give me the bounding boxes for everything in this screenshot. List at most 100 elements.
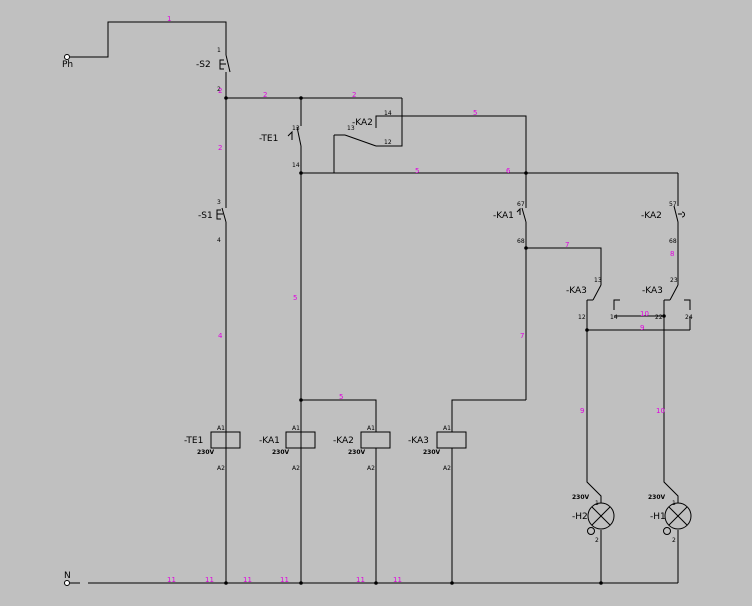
junction xyxy=(374,581,378,585)
lamp-h2-voltage: 230V xyxy=(572,494,590,501)
wire-number: 2 xyxy=(352,91,356,99)
contact-ka2-a: -KA2 13 14 12 xyxy=(334,110,392,147)
contact-ka2-b: -KA2 57 68 xyxy=(641,201,685,245)
ka3-a-terminal-12: 12 xyxy=(578,314,586,321)
wire-number: 2 xyxy=(218,144,222,152)
wire-number: 10 xyxy=(656,407,665,415)
coil-ka3: -KA3 230V A1 A2 xyxy=(408,425,467,472)
wire-number: 11 xyxy=(393,576,402,584)
wire-number: 11 xyxy=(243,576,252,584)
ka2-b-terminal-57: 57 xyxy=(669,201,677,208)
wire-ka3-coil-feed xyxy=(451,399,526,432)
coil-ka3-voltage: 230V xyxy=(423,449,441,456)
wire-number: 7 xyxy=(520,332,524,340)
wire-number: 4 xyxy=(218,332,223,340)
contact-ka3-a: -KA3 13 12 14 xyxy=(566,277,618,321)
coils: -TE1 230V A1 A2 -KA1 230V A1 A2 -KA2 230… xyxy=(184,425,467,472)
wire-number: 10 xyxy=(640,310,649,318)
junction xyxy=(299,398,303,402)
junction xyxy=(224,581,228,585)
lamp-h1-terminal-1: 1 xyxy=(672,500,676,507)
junctions xyxy=(224,96,666,585)
s2-tag: -S2 xyxy=(196,60,211,70)
lamp-h1-status-icon xyxy=(663,527,671,535)
s1-tag: -S1 xyxy=(198,211,213,221)
wire-number: 5 xyxy=(293,294,297,302)
coil-ka1-tag: -KA1 xyxy=(259,436,280,446)
lamp-h1: -H1 230V 1 2 xyxy=(648,494,692,544)
wire-number: 8 xyxy=(670,250,674,258)
junction xyxy=(662,314,666,318)
ka3-contact-b-tag: -KA3 xyxy=(642,286,663,296)
wire-number: 5 xyxy=(415,167,419,175)
s1-terminal-3: 3 xyxy=(217,199,221,206)
coil-te1: -TE1 230V A1 A2 xyxy=(184,425,241,472)
s2-terminal-2: 2 xyxy=(217,86,221,93)
te1-terminal-14: 14 xyxy=(292,162,300,169)
wire-phase-feed xyxy=(70,21,227,58)
coil-ka3-a1: A1 xyxy=(443,425,451,432)
lamp-h1-voltage: 230V xyxy=(648,494,666,501)
neutral-terminal xyxy=(64,580,70,586)
wire-number: 11 xyxy=(205,576,214,584)
coil-ka1-a2: A2 xyxy=(292,465,300,472)
ka2-b-terminal-68: 68 xyxy=(669,238,677,245)
coil-te1-a1: A1 xyxy=(217,425,225,432)
wire-h1-feed xyxy=(663,330,679,503)
ka3-b-terminal-23: 23 xyxy=(670,277,678,284)
lamps: -H2 230V 1 2 -H1 230V 1 2 xyxy=(572,494,692,544)
coil-te1-tag: -TE1 xyxy=(184,436,203,446)
wire-h2-feed xyxy=(586,330,602,503)
ka2-a-terminal-14: 14 xyxy=(384,110,392,117)
coil-ka1-voltage: 230V xyxy=(272,449,290,456)
wire-number: 2 xyxy=(218,87,222,95)
coil-ka3-tag: -KA3 xyxy=(408,436,429,446)
lamp-h2-icon xyxy=(587,502,615,530)
wire-number: 5 xyxy=(473,109,477,117)
wire-number: 11 xyxy=(356,576,365,584)
coil-ka2-a1: A1 xyxy=(367,425,375,432)
junction xyxy=(450,581,454,585)
junction xyxy=(524,171,528,175)
wire-ka3a-14 xyxy=(613,299,620,310)
s1-terminal-4: 4 xyxy=(217,237,221,244)
wire-number: 5 xyxy=(339,393,343,401)
s2-terminal-1: 1 xyxy=(217,47,221,54)
contact-ka3-b: -KA3 23 22 24 xyxy=(642,277,693,321)
junction xyxy=(299,581,303,585)
te1-terminal-13: 13 xyxy=(292,125,300,132)
lamp-h2-terminal-1: 1 xyxy=(595,500,599,507)
neutral-terminal-label: N xyxy=(64,571,71,581)
coil-te1-a2: A2 xyxy=(217,465,225,472)
coil-ka2-a2: A2 xyxy=(367,465,375,472)
coil-ka2-voltage: 230V xyxy=(348,449,366,456)
wire-number: 11 xyxy=(280,576,289,584)
ka1-contact-tag: -KA1 xyxy=(493,211,514,221)
coil-ka1-a1: A1 xyxy=(292,425,300,432)
junction xyxy=(299,96,303,100)
ka3-contact-a-tag: -KA3 xyxy=(566,286,587,296)
wire-number: 7 xyxy=(565,241,569,249)
terminals: Ph N xyxy=(62,54,73,586)
ka3-b-terminal-22: 22 xyxy=(655,314,663,321)
ka2-a-terminal-13: 13 xyxy=(347,125,355,132)
wire-ka3b-24 xyxy=(684,299,691,310)
wire-7 xyxy=(526,247,602,285)
wires xyxy=(70,21,691,584)
ka3-a-terminal-14: 14 xyxy=(610,314,618,321)
ka3-b-terminal-24: 24 xyxy=(685,314,693,321)
coil-ka2-tag: -KA2 xyxy=(333,436,354,446)
ka2-contact-b-tag: -KA2 xyxy=(641,211,662,221)
ka2-a-terminal-12: 12 xyxy=(384,139,392,146)
junction xyxy=(585,328,589,332)
wire-ka2-14 xyxy=(375,115,527,173)
wire-node2-ka2 xyxy=(388,98,403,147)
coil-te1-voltage: 230V xyxy=(197,449,215,456)
phase-terminal xyxy=(64,54,70,60)
lamp-h2-tag: -H2 xyxy=(572,512,588,522)
wire-number: 1 xyxy=(167,15,171,23)
ka3-a-terminal-13: 13 xyxy=(594,277,602,284)
junction xyxy=(224,96,228,100)
junction xyxy=(524,246,528,250)
